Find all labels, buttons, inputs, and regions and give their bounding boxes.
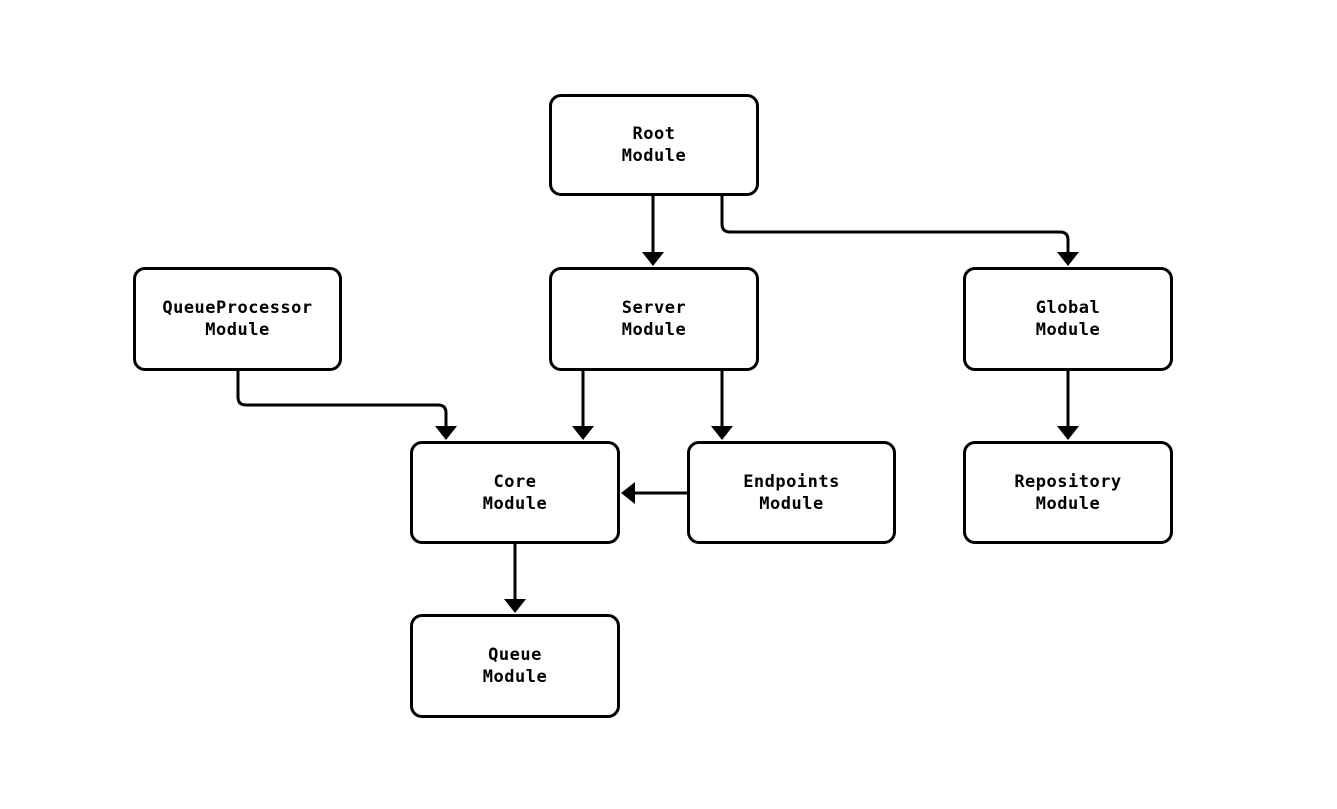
edge-server-to-core [572,371,594,440]
node-label-line1: Core [493,471,537,492]
node-global-module[interactable]: Global Module [963,267,1173,371]
edge-server-to-endpoints [711,371,733,440]
node-label-line2: Module [621,320,687,340]
node-label-line1: Root [632,124,676,144]
arrowhead [435,426,457,440]
edge-root-to-server [642,196,664,266]
arrowhead [572,426,594,440]
node-queueprocessor-module[interactable]: QueueProcessor Module [133,267,342,371]
node-label-line2: Module [759,493,824,514]
arrowhead [504,599,526,613]
node-root-module[interactable]: Root Module [549,94,759,196]
node-label-line1: QueueProcessor [162,298,313,318]
node-label-line2: Module [1035,493,1101,514]
node-server-module[interactable]: Server Module [549,267,759,371]
node-queue-module[interactable]: Queue Module [410,614,620,718]
edge-global-to-repository [1057,371,1079,440]
arrowhead [1057,426,1079,440]
node-label-line1: Repository [1014,471,1122,492]
node-repository-module[interactable]: Repository Module [963,441,1173,544]
arrowhead [621,482,635,504]
node-label-line2: Module [1035,320,1101,340]
arrowhead [642,252,664,266]
node-label-line2: Module [621,146,687,166]
node-label-line2: Module [205,320,270,340]
arrowhead [711,426,733,440]
edge-queueprocessor-to-core [236,371,457,440]
node-label-line1: Queue [488,645,542,665]
arrowhead [1057,252,1079,266]
node-label-line1: Server [621,298,687,318]
node-endpoints-module[interactable]: Endpoints Module [687,441,896,544]
node-label-line1: Endpoints [743,471,840,492]
edge-core-to-queue [504,544,526,613]
node-label-line1: Global [1035,298,1101,318]
node-label-line2: Module [482,667,548,687]
node-label-line2: Module [482,493,548,514]
edge-root-to-global [720,196,1079,266]
edge-endpoints-to-core [621,482,687,504]
node-core-module[interactable]: Core Module [410,441,620,544]
